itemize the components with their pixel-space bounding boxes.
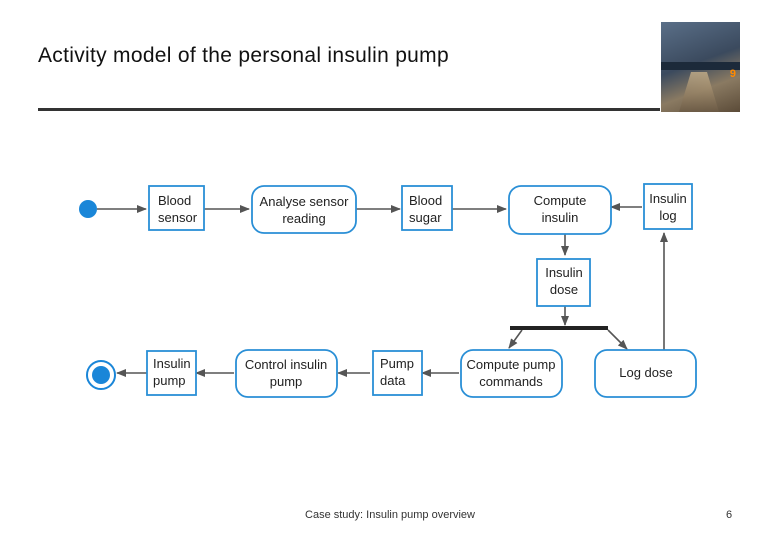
label-pump-data-1: Pump [380, 356, 414, 371]
label-compute-insulin-2: insulin [542, 210, 579, 225]
fork-bar [510, 326, 608, 330]
start-node [79, 200, 97, 218]
label-insulin-pump-2: pump [153, 373, 186, 388]
label-compute-pump-commands-2: commands [479, 374, 543, 389]
node-insulin-pump-box [146, 350, 197, 396]
book-cover-band [661, 62, 740, 70]
label-blood-sugar-1: Blood [409, 193, 442, 208]
edge-fork-to-log-dose [607, 329, 628, 350]
node-compute-pump-commands-box [460, 349, 563, 398]
label-insulin-dose-2: dose [550, 282, 578, 297]
label-log-dose: Log dose [619, 365, 673, 380]
end-node [86, 360, 116, 390]
label-insulin-log-1: Insulin [649, 191, 687, 206]
label-blood-sensor-2: sensor [158, 210, 198, 225]
slide-footer: Case study: Insulin pump overview [305, 509, 475, 521]
node-analyse-sensor-reading-box [251, 185, 357, 234]
label-control-insulin-pump-1: Control insulin [245, 357, 327, 372]
label-compute-pump-commands-1: Compute pump [467, 357, 556, 372]
label-blood-sensor-1: Blood [158, 193, 191, 208]
label-analyse-1: Analyse sensor [260, 194, 350, 209]
label-insulin-pump-1: Insulin [153, 356, 191, 371]
edge-fork-to-compute-pump-commands [508, 329, 523, 349]
node-blood-sensor-box [148, 185, 205, 231]
book-edition-number: 9 [729, 68, 736, 80]
label-compute-insulin-1: Compute [534, 193, 587, 208]
node-blood-sugar-box [401, 185, 453, 231]
book-cover-image: 9 [661, 22, 740, 112]
label-insulin-log-2: log [659, 208, 676, 223]
node-pump-data-box [372, 350, 423, 396]
title-divider [38, 108, 660, 111]
node-insulin-dose-box [536, 258, 591, 307]
label-pump-data-2: data [380, 373, 406, 388]
node-control-insulin-pump-box [235, 349, 338, 398]
node-log-dose-box [594, 349, 697, 398]
slide-title: Activity model of the personal insulin p… [38, 44, 449, 67]
label-analyse-2: reading [282, 211, 325, 226]
label-blood-sugar-2: sugar [409, 210, 442, 225]
label-control-insulin-pump-2: pump [270, 374, 303, 389]
label-insulin-dose-1: Insulin [545, 265, 583, 280]
node-compute-insulin-box [508, 185, 612, 235]
page-number: 6 [726, 509, 733, 521]
diagram-edges [97, 203, 668, 377]
node-insulin-log-box [643, 183, 693, 230]
